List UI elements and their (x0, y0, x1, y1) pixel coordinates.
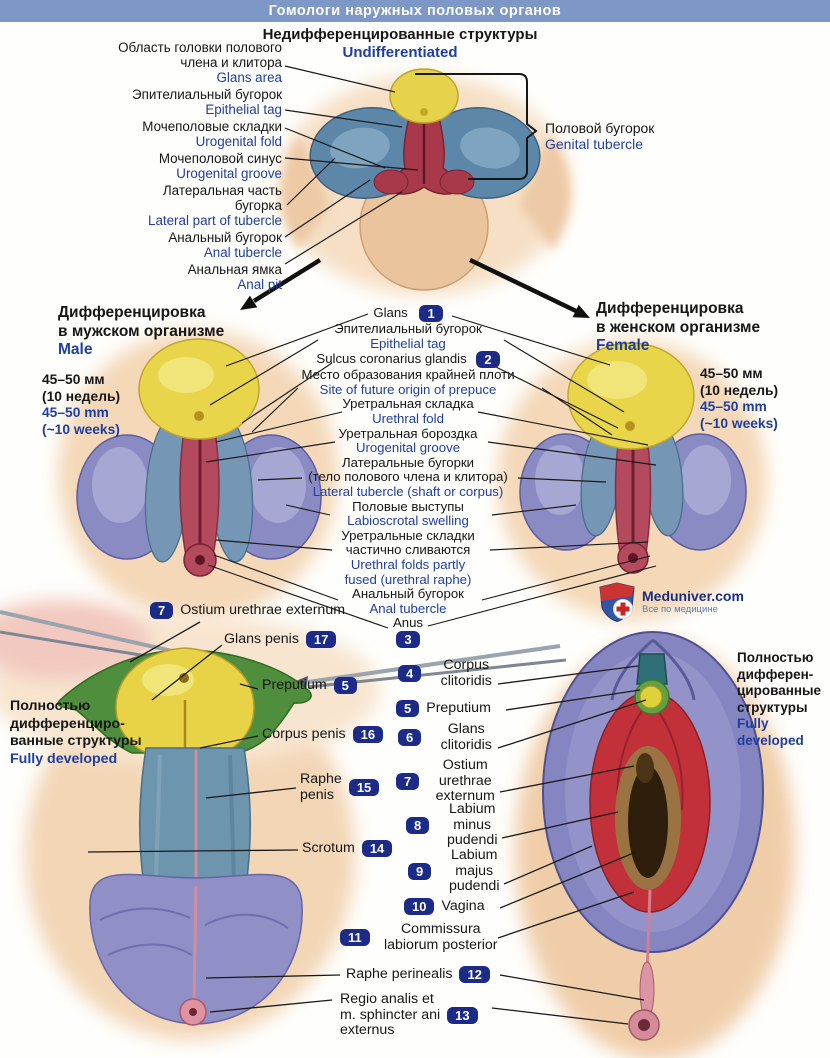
female-developed-figure (515, 631, 795, 1058)
label-urogenital-groove: Мочеполовой синус Urogenital groove (158, 151, 282, 181)
label-commissura: 11 Commissura labiorum posterior (340, 921, 505, 953)
label-labium-minus: 8 Labium minus pudendi (406, 801, 508, 849)
male-developed-figure (0, 600, 567, 1040)
label-lateral-part: Латеральная часть бугорка Lateral part o… (148, 183, 282, 228)
undifferentiated-heading-en: Undifferentiated (342, 44, 458, 61)
badge-12: 12 (459, 966, 490, 983)
badge-14: 14 (361, 840, 393, 857)
label-anal-tubercle: Анальный бугорок Anal tubercle (168, 230, 282, 260)
label-urogenital-fold: Мочеполовые складки Urogenital fold (142, 119, 282, 149)
label-vagina: 10 Vagina (404, 898, 485, 915)
label-corpus-penis: Corpus penis 16 (262, 726, 384, 743)
arrow-to-female (469, 257, 590, 318)
meduniver-shield-icon (599, 582, 635, 622)
female-size-note: 45–50 мм (10 недель) 45–50 mm (~10 weeks… (700, 366, 779, 431)
label-anal-pit: Анальная ямка Anal pit (187, 262, 282, 292)
undifferentiated-heading-ru: Недифференцированные структуры (262, 26, 538, 43)
label-preputium-male: Preputium 5 (262, 677, 357, 694)
badge-5-female: 5 (396, 700, 420, 717)
badge-2: 2 (476, 351, 500, 369)
center-label-column: Glans 1 Эпителиальный бугорок Epithelial… (272, 305, 544, 648)
label-epithelial-tag-center: Эпителиальный бугорок Epithelial tag (334, 321, 482, 351)
label-anus: Anus 3 (392, 615, 424, 648)
badge-4: 4 (398, 665, 422, 682)
female-section-header: Дифференцировка в женском организме Fema… (596, 300, 761, 354)
meduniver-logo: Meduniver.com Все по медицине (598, 582, 744, 622)
label-glans-area: Область головки полового члена и клитора… (118, 40, 282, 85)
badge-6: 6 (398, 729, 422, 746)
female-label-leader-lines (205, 665, 647, 1025)
label-anal-tubercle-center: Анальный бугорок Anal tubercle (352, 586, 464, 616)
badge-9: 9 (408, 862, 432, 880)
label-urethral-fold: Уретральная складка Urethral fold (342, 396, 474, 426)
undifferentiated-figure (279, 68, 570, 295)
label-labium-majus: 9 Labium majus pudendi (408, 847, 510, 895)
male-section-header: Дифференцировка в мужском организме Male (58, 304, 225, 358)
top-left-label-column: Область головки полового члена и клитора… (28, 40, 282, 294)
label-ostium-male: 7 Ostium urethrae externum (150, 602, 345, 619)
badge-16: 16 (352, 726, 384, 743)
label-glans: Glans 1 (272, 305, 544, 322)
label-epithelial-tag: Эпителиальный бугорок Epithelial tag (132, 87, 282, 117)
male-embryo-figure (58, 330, 338, 620)
label-labioscrotal-swelling: Половые выступы Labioscrotal swelling (347, 498, 469, 529)
label-raphe-perinealis: Raphe perinealis 12 (346, 966, 490, 983)
female-embryo-figure (497, 340, 767, 620)
label-sulcus-coronarius: Sulcus coronarius glandis 2 (272, 351, 544, 369)
label-scrotum: Scrotum 14 (302, 840, 393, 857)
center-leader-lines (205, 313, 657, 629)
badge-17: 17 (305, 631, 337, 648)
fully-developed-right: Полностью дифферен- цированные структуры… (737, 650, 822, 748)
page-title: Гомологи наружных половых органов (0, 0, 830, 22)
badge-8: 8 (406, 816, 430, 834)
meduniver-text: Meduniver.com Все по медицине (642, 588, 744, 616)
label-prepuce-origin: Место образования крайней плоти Site of … (301, 367, 515, 397)
label-preputium-female: 5 Preputium (396, 700, 491, 717)
fully-developed-left: Полностью дифференциро- ванные структуры… (10, 698, 142, 767)
label-corpus-clitoridis: 4 Corpus clitoridis (398, 657, 504, 689)
badge-15: 15 (348, 779, 380, 796)
label-raphe-penis: Raphe penis 15 (300, 771, 380, 803)
badge-1: 1 (419, 305, 443, 322)
badge-7-male: 7 (150, 602, 174, 619)
badge-11: 11 (340, 929, 370, 946)
label-glans-clitoridis: 6 Glans clitoridis (398, 721, 504, 753)
badge-7-female: 7 (396, 772, 420, 790)
badge-13: 13 (447, 1006, 478, 1024)
label-regio-analis: Regio analis et m. sphincter ani externu… (340, 991, 478, 1039)
top-left-leader-lines (284, 65, 419, 265)
label-ostium-female: 7 Ostium urethrae externum (396, 757, 504, 805)
male-label-leader-lines (87, 621, 299, 853)
label-urethral-folds-fused: Уретральные складки частично сливаются U… (341, 527, 475, 587)
arrow-to-male (240, 258, 322, 310)
genital-tubercle-bracket (415, 73, 538, 180)
badge-5-male: 5 (333, 677, 357, 694)
label-lateral-tubercle: Латеральные бугорки (тело полового члена… (308, 454, 508, 499)
label-glans-penis: Glans penis 17 (224, 631, 337, 648)
badge-10: 10 (404, 898, 435, 915)
badge-3: 3 (396, 630, 420, 648)
male-size-note: 45–50 мм (10 недель) 45–50 mm (~10 weeks… (42, 372, 121, 437)
label-genital-tubercle: Половой бугорок Genital tubercle (545, 120, 655, 152)
label-urogenital-groove-center: Уретральная бороздка Urogenital groove (338, 425, 478, 456)
